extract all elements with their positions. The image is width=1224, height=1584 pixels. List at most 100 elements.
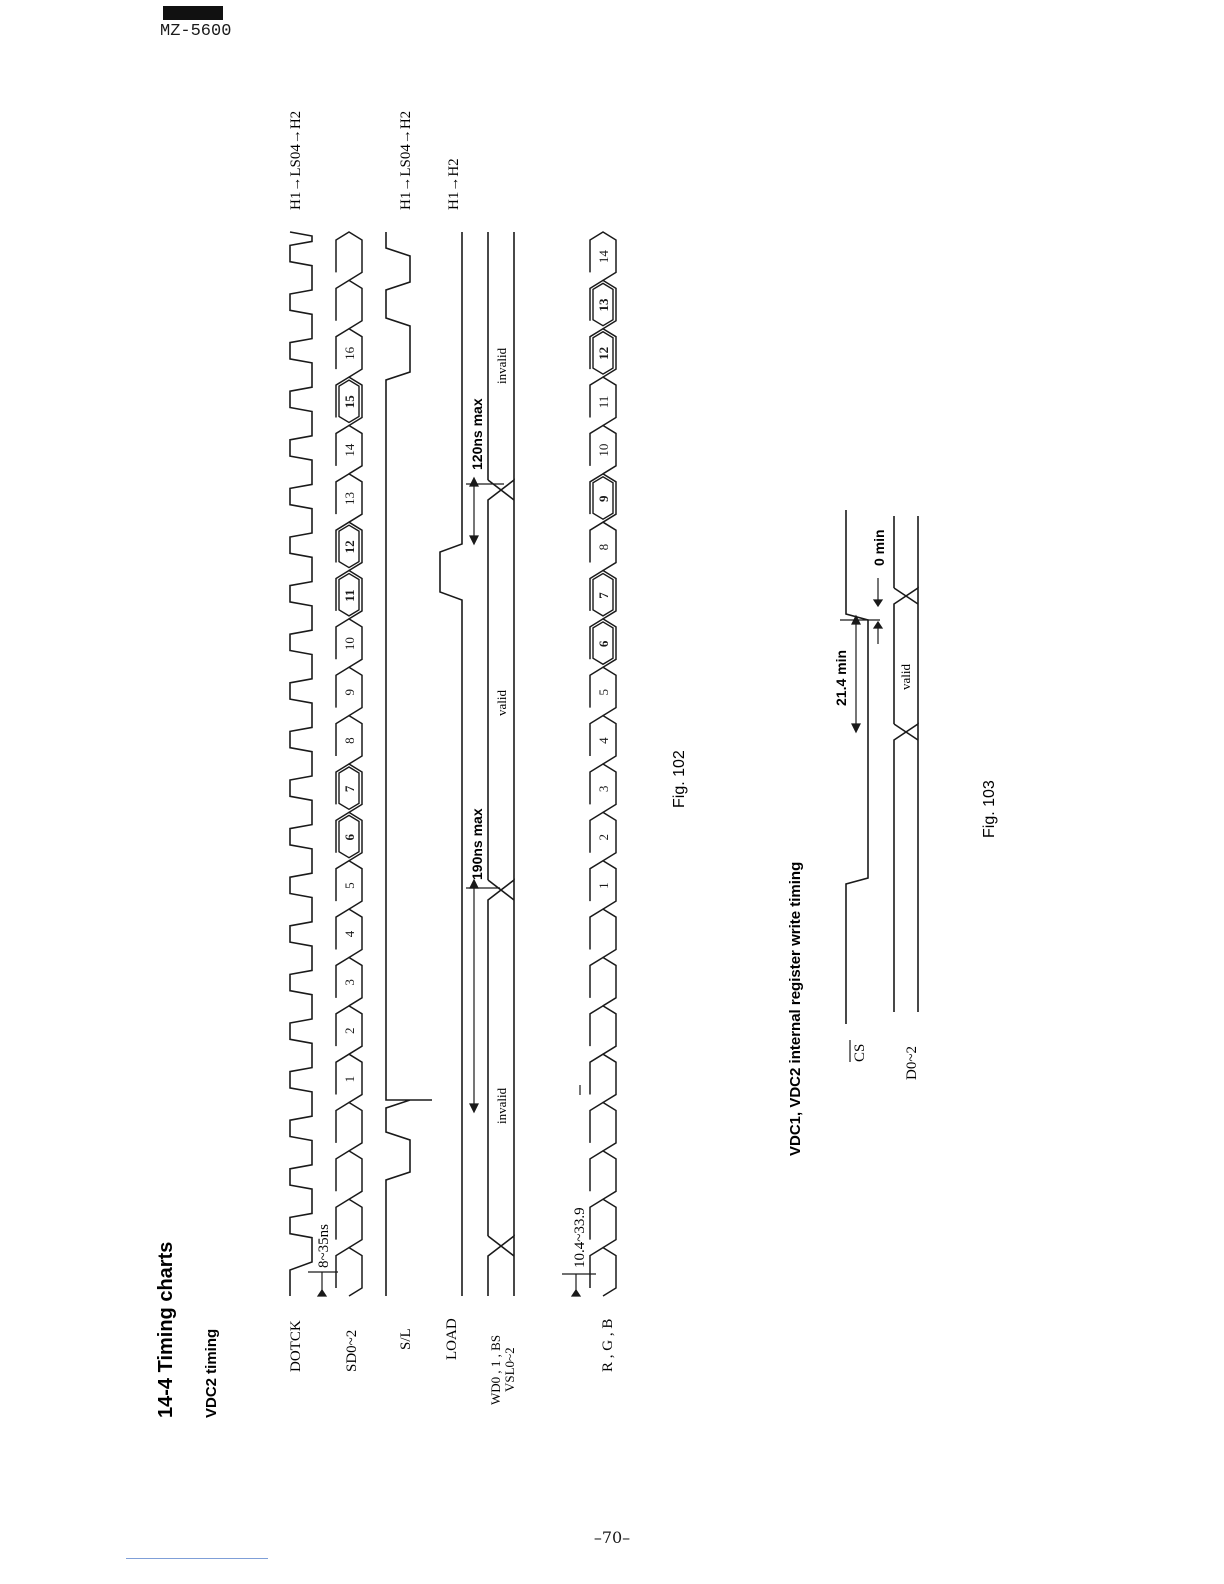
signal-label-sd: SD0~2 [344, 1330, 360, 1372]
rgb-bus-cell [589, 424, 617, 475]
rgb-bus-cell-label: 14 [596, 250, 611, 264]
min0-label: 0 min [871, 529, 887, 566]
rgb-bus-cell [589, 1246, 617, 1297]
rgb-bus-cell-label: 3 [596, 786, 611, 793]
fig102-annotation-labels: 8~35ns 190ns max 120ns max invalid valid… [316, 347, 588, 1268]
wd-invalid-label-left: invalid [494, 1087, 509, 1124]
dotck-delay-label: 8~35ns [316, 1224, 332, 1268]
rgb-bus-cell [589, 521, 617, 572]
source-label-load: H1→H2 [446, 158, 462, 210]
rgb-bus-cell-emphasis [592, 572, 614, 617]
rgb-bus-cell [589, 956, 617, 1007]
rgb-bus-cell-label: 8 [596, 544, 611, 551]
sd-bus-cell-label: 14 [342, 443, 357, 457]
fig103-measurements [840, 578, 884, 734]
sd-bus-cell-label: 1 [342, 1076, 357, 1083]
signal-label-vsl: VSL0~2 [502, 1347, 517, 1392]
sd-bus-cell [335, 859, 363, 910]
rgb-bus-cell-label: 10 [596, 444, 611, 457]
sd-bus-cell [335, 618, 363, 668]
source-label-dotck: H1→LS04→H2 [288, 111, 304, 210]
waveform-cs [845, 510, 869, 1024]
sd-bus-cell [335, 231, 363, 282]
sd-bus-cell [335, 908, 363, 959]
max120-label: 120ns max [469, 398, 485, 470]
rgb-bus-cell-label: 13 [596, 298, 611, 312]
waveform-load [439, 232, 463, 1296]
fig102-source-labels: H1→LS04→H2 H1→LS04→H2 H1→H2 [288, 111, 462, 210]
sd-bus-cell [335, 811, 363, 862]
sd-bus-cell-label: 6 [342, 834, 357, 841]
source-label-sl: H1→LS04→H2 [398, 111, 414, 210]
fig103-signal-labels: CS D0~2 [849, 1040, 920, 1080]
sd-bus-cell-label: 10 [342, 637, 357, 650]
sd-bus-cell-label: 3 [342, 979, 357, 986]
sd-bus-cell-emphasis [338, 572, 360, 617]
wd-valid-label: valid [494, 690, 509, 716]
rgb-bus-cell-emphasis [592, 282, 614, 327]
sd-bus-cell-label: 5 [342, 882, 357, 889]
sd-bus-cell-label: 9 [342, 689, 357, 696]
rgb-bus-cell-label: 2 [596, 834, 611, 841]
rgb-bus-cell-emphasis [592, 621, 614, 666]
footer-rule [126, 1558, 268, 1559]
signal-label-d: D0~2 [904, 1046, 920, 1080]
rgb-bus-cell [589, 811, 617, 862]
rgb-bus-cell [589, 859, 617, 910]
sd-bus-cell-label: 8 [342, 737, 357, 744]
rgb-bus-cell [589, 1198, 617, 1249]
rgb-bus-cell [589, 1053, 617, 1104]
fig102-measurements [308, 476, 596, 1297]
sd-bus-cell-label: 13 [342, 492, 357, 505]
rgb-bus-cell-label: 9 [596, 495, 611, 502]
rgb-bus-cell [589, 279, 617, 330]
page-number: –70– [593, 1528, 631, 1547]
rgb-bus-cell-label: 11 [596, 396, 611, 409]
sd-bus-cell [335, 1150, 363, 1200]
sd-bus-cell [335, 714, 363, 765]
rgb-bus-cell [589, 1004, 617, 1055]
waveform-dotck [289, 231, 313, 1296]
rgb-bus-cell [589, 231, 617, 282]
rgb-bus-cell-label: 7 [596, 592, 611, 599]
sd-bus-cell-label: 7 [342, 785, 357, 792]
waveform-d [893, 516, 919, 1012]
rgb-bus-cell [589, 1150, 617, 1200]
rgb-bus-cell-label: 1 [596, 882, 611, 889]
section-subheading: VDC2 timing [203, 1329, 220, 1418]
rgb-bus-cell [589, 327, 617, 378]
waveform-wd [487, 232, 515, 1296]
sd-bus-cell [335, 376, 363, 427]
sd-bus-cell [335, 327, 363, 378]
sd-bus-cell-emphasis [338, 524, 360, 569]
signal-label-rgb: R , G , B [600, 1319, 616, 1372]
signal-label-sl: S/L [398, 1328, 414, 1350]
rgb-bus-cell-emphasis [592, 476, 614, 520]
section-heading: 14-4 Timing charts [155, 1242, 177, 1418]
rgb-bus-cell [589, 618, 617, 668]
sd-bus-cell-emphasis [338, 814, 360, 859]
sd-bus-cell [335, 1004, 363, 1055]
section-headings: 14-4 Timing charts VDC2 timing [155, 1242, 220, 1418]
sd-bus-cell [335, 1101, 363, 1152]
rgb-bus-cell [589, 908, 617, 959]
sd-bus-cell-label: 11 [342, 589, 357, 601]
sd-bus-cell [335, 279, 363, 330]
rgb-bus-cell [589, 763, 617, 814]
rgb-bus-cell [589, 376, 617, 427]
sd-bus-cell [335, 1246, 363, 1297]
dotck-clock-trace [289, 231, 313, 1296]
sd-bus-cell [335, 956, 363, 1007]
waveform-sl [385, 232, 432, 1296]
d-valid-label: valid [898, 664, 913, 690]
min21-label: 21.4 min [833, 650, 849, 706]
sd-bus-cell [335, 424, 363, 475]
rgb-bus-cell-emphasis [592, 330, 614, 375]
sd-bus-cell-label: 2 [342, 1028, 357, 1035]
signal-label-load: LOAD [444, 1318, 460, 1360]
rgb-bus-cell-label: 12 [596, 347, 611, 360]
fig103-title: VDC1, VDC2 internal register write timin… [787, 862, 804, 1156]
sd-bus-cell [335, 1198, 363, 1249]
sd-bus-cell [335, 472, 363, 523]
